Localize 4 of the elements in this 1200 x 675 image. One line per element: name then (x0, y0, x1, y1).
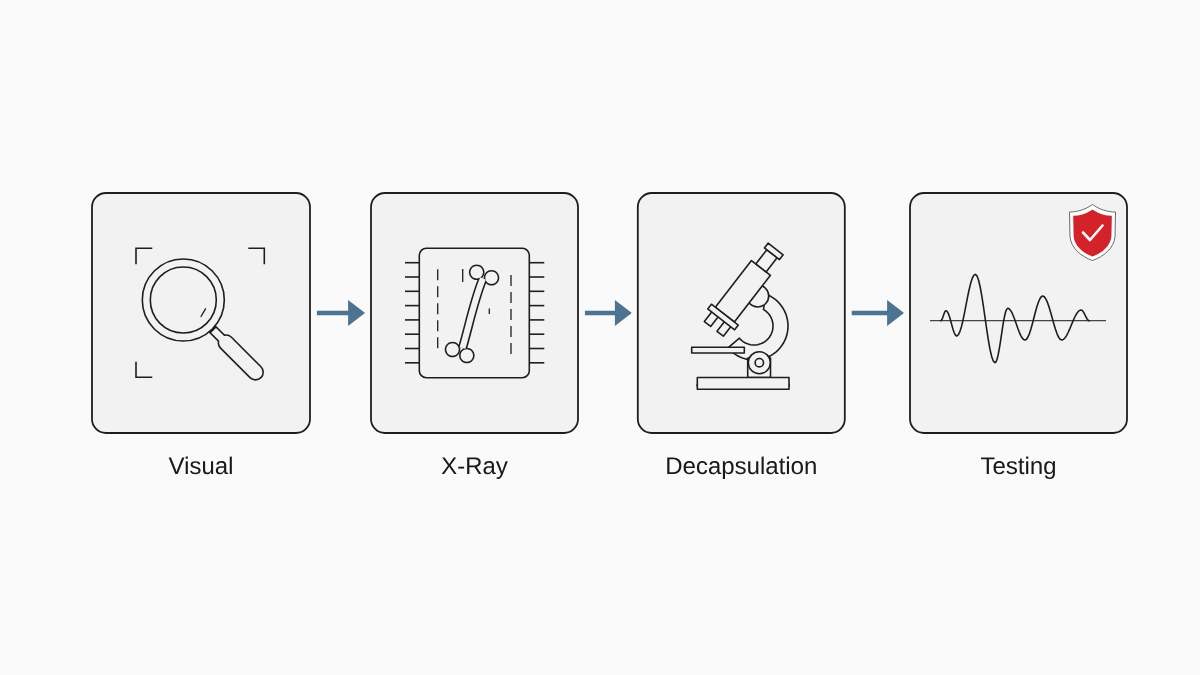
step-label: Testing (981, 456, 1055, 479)
step-label: X-Ray (441, 457, 508, 479)
step-label: Visual (168, 456, 232, 475)
step-label: Decapsulation (667, 456, 816, 479)
